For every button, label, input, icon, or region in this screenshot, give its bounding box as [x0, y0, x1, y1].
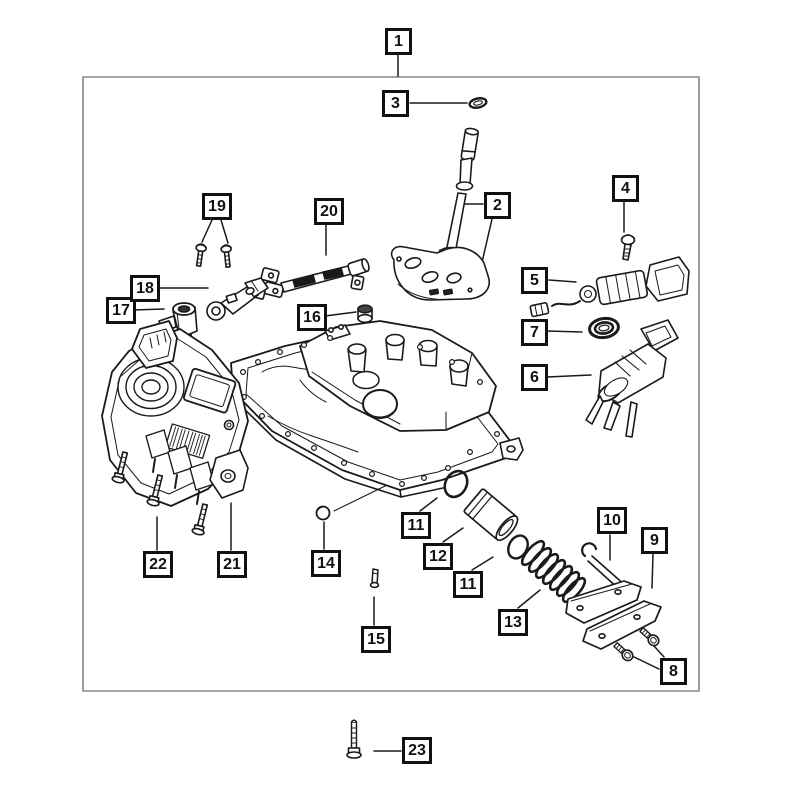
part-valve-body [230, 320, 524, 498]
part-lever-18 [206, 277, 269, 321]
callout-4: 4 [612, 175, 639, 202]
part-oring-11b [507, 534, 529, 560]
callout-18: 18 [130, 275, 160, 302]
callout-5: 5 [521, 267, 548, 294]
callout-21: 21 [217, 551, 247, 578]
callout-6: 6 [521, 364, 548, 391]
part-screws-19 [195, 243, 232, 268]
part-manual-lever-2 [390, 127, 491, 301]
callout-12: 12 [423, 543, 453, 570]
part-oring-11a [443, 469, 469, 499]
part-seal-7 [588, 316, 620, 340]
callout-22: 22 [143, 551, 173, 578]
callout-1: 1 [385, 28, 412, 55]
callout-10: 10 [597, 507, 627, 534]
part-bracket-10 [565, 542, 642, 624]
diagram-frame [82, 76, 700, 692]
callout-11a: 11 [401, 512, 431, 539]
callout-13: 13 [498, 609, 528, 636]
callout-16: 16 [297, 304, 327, 331]
callout-19: 19 [202, 193, 232, 220]
callout-9: 9 [641, 527, 668, 554]
part-sensor-6 [585, 319, 679, 438]
callout-3: 3 [382, 90, 409, 117]
part-spring-13 [520, 539, 587, 604]
part-screw-4 [620, 234, 636, 261]
part-sensor-5 [529, 256, 690, 318]
callout-23: 23 [402, 737, 432, 764]
part-piston-12 [463, 488, 519, 542]
callout-11b: 11 [453, 571, 483, 598]
part-bolts-22 [111, 451, 209, 536]
callout-8: 8 [660, 658, 687, 685]
callout-2: 2 [484, 192, 511, 219]
callout-7: 7 [521, 319, 548, 346]
part-rod-20 [250, 258, 370, 300]
callout-20: 20 [314, 198, 344, 225]
part-bolts-8 [613, 627, 660, 662]
callout-14: 14 [311, 550, 341, 577]
part-oring-3 [468, 97, 488, 109]
part-solenoid-pack-21 [101, 320, 249, 507]
callout-15: 15 [361, 626, 391, 653]
part-bracket-9 [582, 600, 662, 650]
part-ball-14 [315, 505, 331, 521]
part-bolt-23 [346, 719, 362, 759]
part-pin-15 [369, 568, 380, 589]
